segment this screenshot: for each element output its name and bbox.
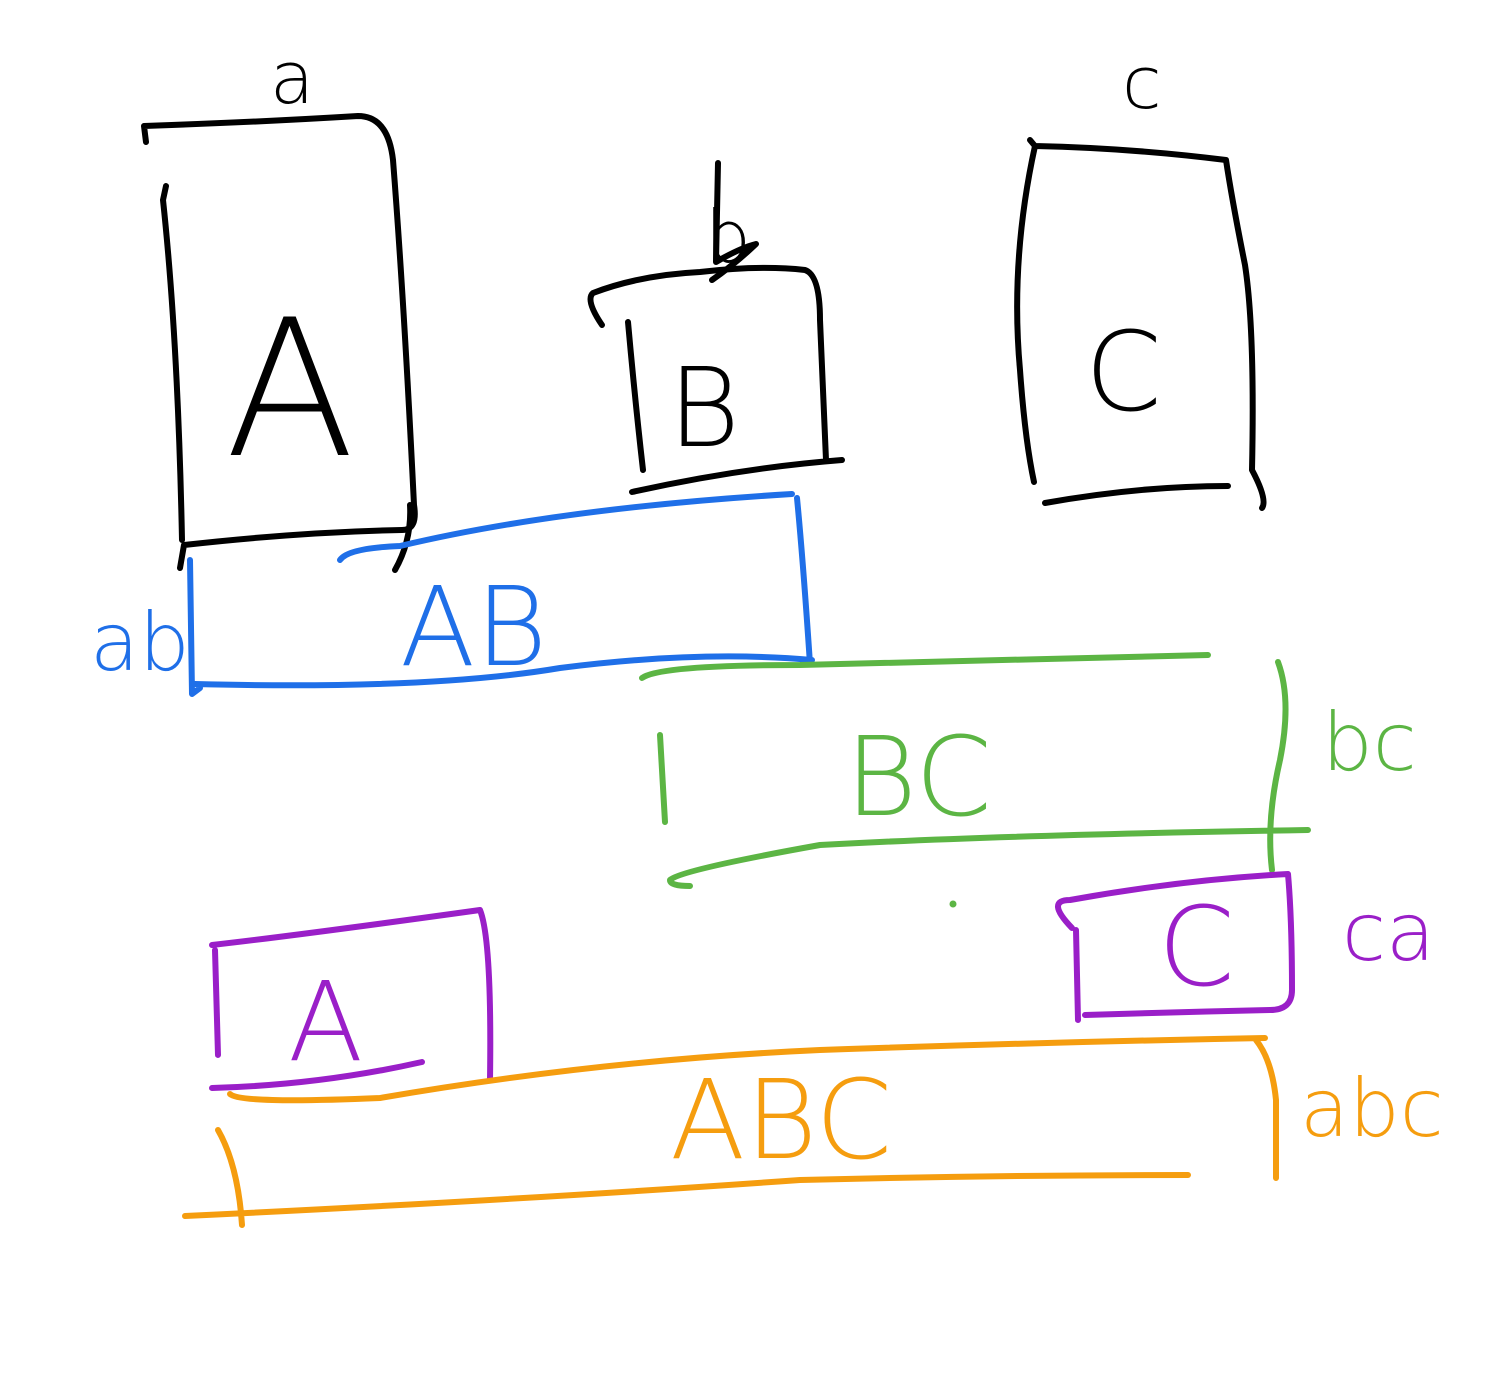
band-bc-content: BC — [845, 713, 992, 841]
band-ab-frame — [187, 491, 815, 697]
block-a-side-tick — [392, 502, 414, 573]
band-bc-dot — [949, 900, 957, 908]
block-a-label: a — [270, 36, 314, 120]
band-abc-content: ABC — [670, 1056, 892, 1184]
band-abc: abc ABC — [182, 1035, 1444, 1228]
band-ca-content-c: C — [1158, 883, 1235, 1011]
band-ca-label: ca — [1342, 886, 1435, 979]
block-c-label: c — [1122, 41, 1162, 125]
block-b-frame — [587, 264, 845, 495]
band-bc-label: bc — [1322, 696, 1417, 789]
band-ca-content-a: A — [288, 958, 363, 1086]
block-a: a A — [141, 36, 418, 573]
band-ca-right-frame — [1055, 871, 1295, 1023]
block-b-tab — [709, 160, 759, 283]
band-ab-label: ab — [90, 596, 190, 689]
block-b-content: B — [668, 344, 740, 472]
block-a-content: A — [225, 279, 355, 500]
block-c: c C — [1014, 41, 1267, 511]
band-ca: A C ca — [209, 871, 1435, 1091]
block-b-label: b — [705, 195, 751, 279]
band-ca-left-frame — [209, 907, 494, 1091]
block-a-frame — [141, 113, 418, 571]
band-ab-content: AB — [400, 563, 547, 691]
block-c-content: C — [1085, 308, 1162, 436]
block-b: b B — [587, 160, 845, 495]
band-bc: bc BC — [639, 652, 1417, 908]
block-c-frame — [1014, 137, 1267, 511]
band-ab: ab AB — [90, 491, 815, 697]
band-abc-label: abc — [1300, 1062, 1444, 1155]
band-abc-frame — [182, 1035, 1279, 1228]
band-bc-frame — [639, 652, 1311, 889]
